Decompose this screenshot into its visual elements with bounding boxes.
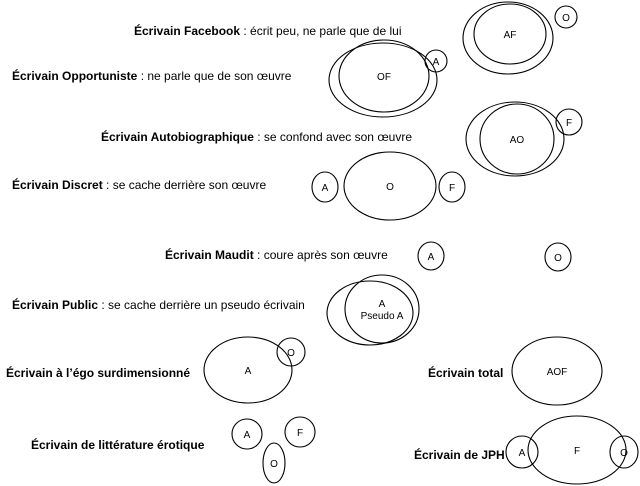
ellipse-label-maudit-1: O (554, 253, 562, 264)
ellipse-label-jph-0: F (574, 446, 580, 457)
label-desc: : coure après son œuvre (253, 248, 388, 262)
label-name: Écrivain Discret (12, 178, 103, 192)
ellipse-jph-0 (527, 415, 627, 485)
ellipse-label-discret-0: A (322, 183, 329, 194)
ellipse-label-discret-2: F (449, 183, 455, 194)
label-erotique: Écrivain de littérature érotique (31, 438, 204, 452)
ellipse-autobiographique-2 (555, 108, 583, 136)
label-desc: : ne parle que de son œuvre (137, 69, 292, 83)
ellipse-autobiographique-1 (479, 103, 555, 175)
label-name: Écrivain Opportuniste (12, 69, 138, 83)
label-name: Écrivain Public (12, 298, 99, 312)
ellipse-discret-2 (438, 171, 466, 203)
ellipse-opportuniste-0 (328, 42, 438, 118)
shape-group-facebook: AF O (462, 1, 578, 75)
label-autobiographique: Écrivain Autobiographique : se confond a… (101, 130, 412, 144)
label-facebook: Écrivain Facebook : écrit peu, ne parle … (134, 24, 401, 38)
label-ego: Écrivain à l’égo surdimensionné (6, 366, 190, 380)
label-desc: : se cache derrière un pseudo écrivain (98, 298, 305, 312)
ellipse-jph-2 (609, 435, 639, 469)
label-maudit: Écrivain Maudit : coure après son œuvre (165, 248, 388, 262)
label-name: Écrivain Facebook (134, 24, 241, 38)
ellipse-label-maudit-0: A (428, 252, 435, 263)
label-opportuniste: Écrivain Opportuniste : ne parle que de … (12, 69, 291, 83)
ellipse-public-1 (344, 274, 420, 344)
ellipse-total-0 (511, 336, 603, 406)
ellipse-label-erotique-1: F (297, 428, 303, 439)
ellipse-label-autobiographique-2: F (566, 118, 572, 129)
ellipse-opportuniste-2 (424, 49, 448, 73)
ellipse-label-opportuniste-1: OF (377, 72, 391, 83)
ellipse-ego-1 (276, 337, 306, 367)
label-desc: : écrit peu, ne parle que de lui (240, 24, 402, 38)
ellipse-label-discret-1: O (386, 182, 394, 193)
ellipse-opportuniste-1 (338, 39, 430, 113)
ellipse-erotique-1 (284, 416, 316, 448)
label-discret: Écrivain Discret : se cache derrière son… (12, 178, 266, 192)
shape-group-erotique: A F O (231, 416, 316, 484)
ellipse-jph-1 (505, 435, 539, 469)
ellipse-label-public-1: Pseudo A (361, 311, 404, 322)
ellipse-label-ego-1: O (287, 348, 295, 359)
ellipse-autobiographique-0 (465, 101, 565, 177)
ellipse-public-0 (326, 280, 414, 346)
label-desc: : se cache derrière son œuvre (102, 178, 267, 192)
ellipse-label-jph-2: O (620, 448, 628, 459)
label-name: Écrivain total (428, 366, 504, 380)
label-name: Écrivain Maudit (165, 248, 254, 262)
ellipse-ego-0 (203, 336, 293, 404)
label-name: Écrivain Autobiographique (101, 130, 254, 144)
label-total: Écrivain total (428, 366, 503, 380)
ellipse-discret-1 (343, 151, 437, 221)
ellipse-label-jph-1: A (519, 448, 526, 459)
label-name: Écrivain de JPH (414, 448, 505, 462)
ellipse-label-facebook-2: O (562, 13, 570, 24)
ellipse-facebook-1 (473, 3, 547, 65)
ellipse-label-facebook-1: AF (504, 30, 517, 41)
label-public: Écrivain Public : se cache derrière un p… (12, 298, 305, 312)
ellipse-discret-0 (311, 171, 339, 203)
ellipse-facebook-0 (462, 1, 554, 75)
shape-group-total: AOF (511, 336, 603, 406)
label-name: Écrivain à l’égo surdimensionné (6, 366, 191, 380)
ellipse-erotique-2 (262, 442, 286, 484)
ellipse-label-opportuniste-2: A (433, 57, 440, 68)
ellipse-facebook-2 (554, 5, 578, 29)
ellipse-maudit-0 (417, 241, 445, 271)
ellipse-label-ego-0: A (245, 366, 252, 377)
ellipse-label-total-0: AOF (547, 367, 568, 378)
ellipse-label-autobiographique-1: AO (510, 135, 525, 146)
ellipse-label-public-1: A (379, 299, 386, 310)
label-desc: : se confond avec son œuvre (253, 130, 412, 144)
shape-group-ego: AO (203, 336, 306, 404)
label-name: Écrivain de littérature érotique (31, 438, 205, 452)
ellipse-label-erotique-0: A (244, 430, 251, 441)
ellipse-erotique-0 (231, 418, 263, 450)
shape-group-autobiographique: AO F (465, 101, 583, 177)
label-jph: Écrivain de JPH (414, 448, 505, 462)
ellipse-label-erotique-2: O (270, 459, 278, 470)
shape-group-opportuniste: OF A (328, 39, 448, 118)
ellipse-maudit-1 (544, 242, 572, 272)
